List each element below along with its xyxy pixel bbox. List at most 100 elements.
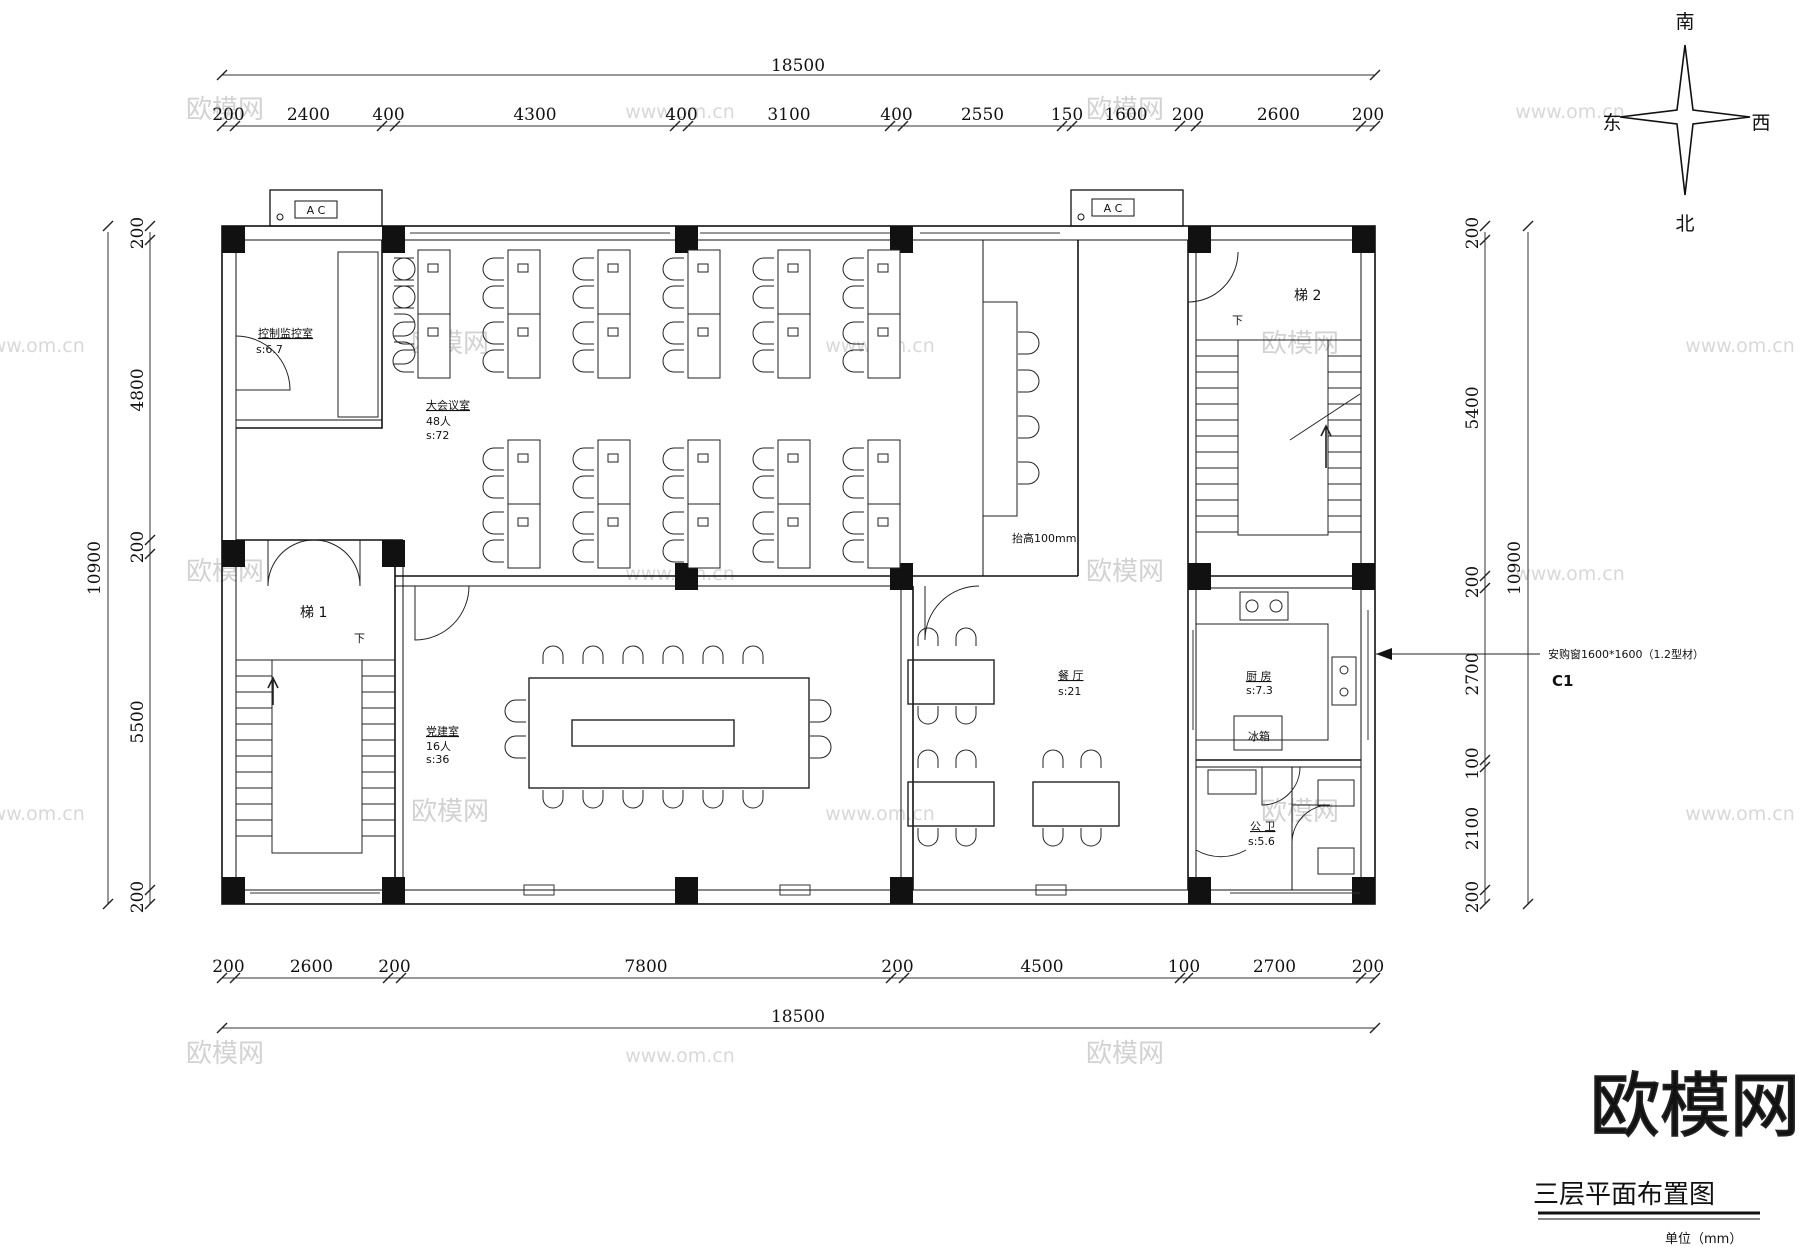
party-room-name: 党建室 — [426, 724, 459, 738]
control-room-name: 控制监控室 — [258, 326, 313, 340]
dim-segment-label: 200 — [212, 105, 244, 125]
chair — [1018, 331, 1040, 355]
desk — [597, 439, 631, 505]
column — [675, 877, 698, 904]
dim-segment-label: 200 — [881, 957, 913, 977]
dim-segment-label: 2600 — [290, 957, 333, 977]
monitor — [517, 327, 529, 337]
chair — [572, 349, 594, 373]
dining-table-1 — [907, 659, 995, 705]
dimension-lines — [107, 74, 1529, 1029]
column — [1188, 877, 1211, 904]
desk — [777, 313, 811, 379]
stairs — [236, 339, 1361, 854]
watermark-brand: 欧模网 — [186, 95, 264, 125]
fixed-furniture — [337, 251, 1357, 875]
dim-segment-label: 150 — [1051, 105, 1083, 125]
furniture — [392, 249, 1102, 847]
dim-segment-label: 400 — [880, 105, 912, 125]
chair — [1018, 461, 1040, 485]
chair — [917, 627, 939, 646]
dim-left-total: 10900 — [85, 541, 105, 595]
door-dining — [924, 585, 980, 641]
chair — [662, 447, 684, 471]
monitor — [877, 327, 889, 337]
chair — [917, 706, 939, 725]
dim-segment-label: 100 — [1463, 747, 1483, 779]
chair — [542, 645, 564, 664]
table-center-panel — [571, 719, 735, 747]
control-room-wall — [236, 240, 383, 429]
desk — [777, 503, 811, 569]
kitchen-name: 厨 房 — [1246, 670, 1272, 683]
dining-room-name: 餐 厅 — [1058, 668, 1084, 682]
watermark-url: www.om.cn — [825, 803, 935, 825]
dim-segment-label: 2550 — [961, 105, 1004, 125]
chair — [572, 539, 594, 563]
chair — [662, 511, 684, 535]
monitor — [697, 263, 709, 273]
chair — [810, 699, 832, 723]
watermark-url: www.om.cn — [0, 803, 85, 825]
monitor — [607, 263, 619, 273]
window-spec: 安购窗1600*1600（1.2型材） — [1548, 647, 1704, 661]
chair — [482, 511, 504, 535]
monitor — [787, 263, 799, 273]
stair1-arrow — [267, 676, 279, 705]
chair — [955, 706, 977, 725]
stair2-landing — [1237, 339, 1329, 536]
room-labels: 控制监控室 s:6.7 大会议室 48人 s:72 抬高100mm 梯 1 下 … — [256, 288, 1321, 848]
windows — [250, 232, 1369, 896]
chair — [1080, 828, 1102, 847]
monitor — [697, 517, 709, 527]
chair — [752, 285, 774, 309]
meeting-room-people: 48人 — [426, 415, 451, 428]
chair — [572, 447, 594, 471]
dim-segment-label: 4500 — [1020, 957, 1063, 977]
compass-north: 北 — [1675, 213, 1694, 235]
chair — [542, 790, 564, 809]
chair — [482, 475, 504, 499]
monitor — [787, 453, 799, 463]
watermark-brand: 欧模网 — [186, 1039, 264, 1069]
chair — [392, 285, 414, 309]
monitor — [517, 263, 529, 273]
dimension-ticks — [102, 69, 1534, 1034]
monitor — [787, 517, 799, 527]
big-watermark-logo: 欧模网 — [1590, 1065, 1800, 1147]
watermark-brand: 欧模网 — [1086, 95, 1164, 125]
doors — [235, 251, 1331, 858]
toilet-1 — [1317, 779, 1355, 807]
chair — [482, 321, 504, 345]
column — [1188, 226, 1211, 253]
chair — [1080, 749, 1102, 768]
watermark-brand: 欧模网 — [1261, 797, 1339, 827]
watermark-brand: 欧模网 — [1086, 1039, 1164, 1069]
chair — [572, 511, 594, 535]
chair — [810, 735, 832, 759]
dim-segment-label: 1600 — [1104, 105, 1147, 125]
chair — [752, 321, 774, 345]
chair — [662, 349, 684, 373]
stair2-arrow — [1320, 424, 1332, 468]
chair — [572, 285, 594, 309]
dim-segment-label: 7800 — [624, 957, 667, 977]
column — [222, 226, 245, 253]
chair — [917, 828, 939, 847]
toilet-name: 公 卫 — [1250, 820, 1276, 833]
column — [890, 563, 913, 590]
dim-segment-label: 200 — [128, 531, 148, 563]
compass-west: 西 — [1751, 112, 1770, 134]
chair — [572, 257, 594, 281]
chair — [752, 257, 774, 281]
dim-segment-label: 3100 — [767, 105, 810, 125]
desk — [687, 503, 721, 569]
compass-south: 南 — [1675, 11, 1694, 33]
watermark-url: www.om.cn — [625, 1045, 735, 1067]
column — [1352, 877, 1375, 904]
ac-label: A C — [1104, 202, 1123, 215]
dim-segment-label: 200 — [1463, 566, 1483, 598]
desk — [507, 439, 541, 505]
watermark-brand: 欧模网 — [411, 797, 489, 827]
desk — [777, 439, 811, 505]
